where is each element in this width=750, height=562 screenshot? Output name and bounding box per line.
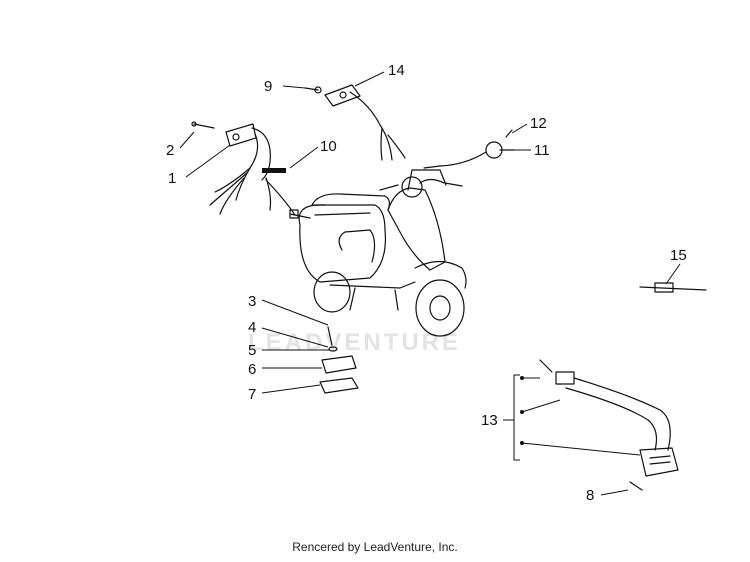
cable-tie-mark (262, 168, 286, 173)
callout-9: 9 (264, 78, 272, 95)
leader-lines (179, 71, 681, 496)
part-15-cable (639, 282, 707, 293)
callout-7: 7 (248, 386, 256, 403)
callout-8: 8 (586, 487, 594, 504)
callout-14: 14 (388, 62, 405, 79)
part-right-switch-harness (304, 84, 406, 161)
callout-2: 2 (166, 142, 174, 159)
callout-5: 5 (248, 342, 256, 359)
callout-13: 13 (481, 412, 498, 429)
part-stop-switch-assembly (319, 326, 359, 394)
part-13-light-harness (539, 359, 679, 491)
callout-4: 4 (248, 319, 256, 336)
leader-dots (520, 376, 524, 445)
callout-12: 12 (530, 115, 547, 132)
watermark-text: LEADVENTURE (248, 329, 461, 356)
callout-3: 3 (248, 293, 256, 310)
callout-1: 1 (168, 170, 176, 187)
callout-15: 15 (670, 247, 687, 264)
callout-10: 10 (320, 138, 337, 155)
scooter-illustration (298, 169, 467, 337)
callout-6: 6 (248, 361, 256, 378)
part-left-switch-harness (191, 121, 326, 219)
credit-footer: Rencered by LeadVenture, Inc. (292, 540, 458, 554)
part-11-switch-wire (423, 129, 515, 169)
callout-11: 11 (534, 142, 550, 159)
